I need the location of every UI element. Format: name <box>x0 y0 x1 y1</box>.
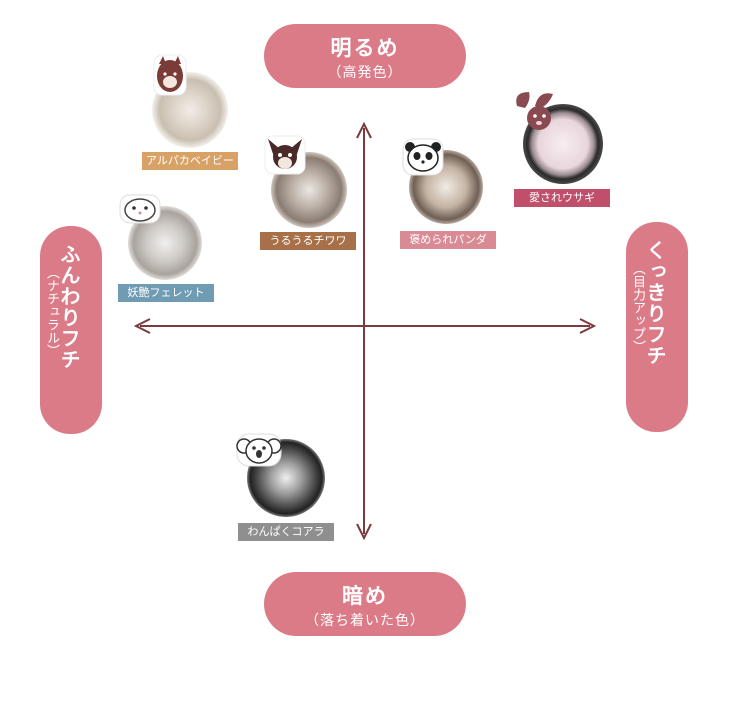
label-youen-ferret: 妖艶フェレット <box>118 284 214 302</box>
label-alpaca-baby: アルパカベイビー <box>142 152 238 170</box>
right-pill-sub: （目力アップ） <box>630 262 645 353</box>
rabbit-icon <box>516 92 553 130</box>
top-pill: 明るめ （高発色） <box>264 24 466 88</box>
ferret-icon <box>119 194 161 224</box>
arrow-right <box>579 318 597 334</box>
label-wanpaku-koala: わんぱくコアラ <box>238 523 334 541</box>
top-pill-sub: （高発色） <box>327 65 403 81</box>
right-pill: くっきりフチ （目力アップ） <box>626 222 688 432</box>
panda-icon <box>402 138 444 176</box>
arrow-down <box>356 523 372 541</box>
bottom-pill-main: 暗め <box>342 584 388 608</box>
left-pill: ふんわりフチ （ナチュラル） <box>40 226 102 434</box>
chihuahua-icon <box>264 135 306 175</box>
label-uruuru-chihuahua: うるうるチワワ <box>260 232 356 250</box>
top-pill-main: 明るめ <box>330 36 400 60</box>
bottom-pill-sub: （落ち着いた色） <box>305 613 425 629</box>
left-pill-sub: （ナチュラル） <box>44 266 59 357</box>
arrow-up <box>356 121 372 139</box>
koala-icon <box>236 433 282 467</box>
label-homerare-panda: 褒められパンダ <box>400 231 496 249</box>
arrow-left <box>133 318 151 334</box>
left-pill-main: ふんわりフチ <box>57 244 81 370</box>
label-aisare-usagi: 愛されウサギ <box>514 189 610 207</box>
lens-ferret <box>128 206 202 280</box>
right-pill-main: くっきりフチ <box>643 240 667 366</box>
alpaca-icon <box>153 54 187 96</box>
bottom-pill: 暗め （落ち着いた色） <box>264 572 466 636</box>
